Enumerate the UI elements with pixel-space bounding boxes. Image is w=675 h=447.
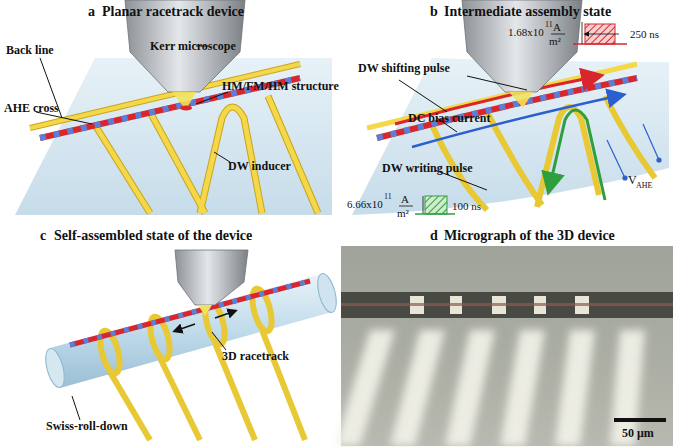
panel-a-art [15, 0, 332, 215]
scale-label: 50 μm [622, 427, 654, 440]
panel-title: Micrograph of the 3D device [444, 228, 615, 243]
unit: A [401, 193, 409, 205]
panel-title: Self-assembled state of the device [54, 228, 252, 243]
unit: m² [549, 35, 561, 47]
panel-c-art [42, 250, 340, 440]
unit: A [553, 21, 561, 33]
current-density: 6.66x10 [347, 198, 383, 210]
part-label: Swiss-roll-down [46, 420, 128, 433]
unit: m² [397, 207, 409, 219]
pulse-width: 100 ns [452, 200, 481, 212]
panel-b-art [352, 0, 669, 215]
panel-letter: b [430, 4, 438, 19]
part-label: 3D racetrack [222, 350, 289, 363]
panel-title: Intermediate assembly state [444, 4, 611, 19]
current-density: 1.68x10 [508, 26, 544, 38]
panel-d-art [335, 246, 673, 446]
part-label: AHE cross [4, 102, 59, 115]
part-label: Kerr microscope [150, 40, 236, 53]
panel-title: Planar racetrack device [102, 4, 244, 19]
signal-name: V [628, 174, 637, 187]
part-label: Back line [6, 44, 54, 57]
part-label: DC bias current [408, 112, 490, 125]
panel-letter: d [430, 228, 438, 243]
exponent: 11 [545, 21, 553, 30]
part-label: DW shifting pulse [358, 62, 450, 75]
signal-subscript: AHE [636, 182, 652, 191]
part-label: DW writing pulse [382, 162, 472, 175]
part-label: HM/FM/HM structure [222, 80, 339, 93]
pulse-width: 250 ns [630, 28, 659, 40]
panel-letter: a [88, 4, 95, 19]
panel-letter: c [40, 228, 46, 243]
part-label: DW inducer [228, 160, 291, 173]
exponent: 11 [384, 193, 392, 202]
